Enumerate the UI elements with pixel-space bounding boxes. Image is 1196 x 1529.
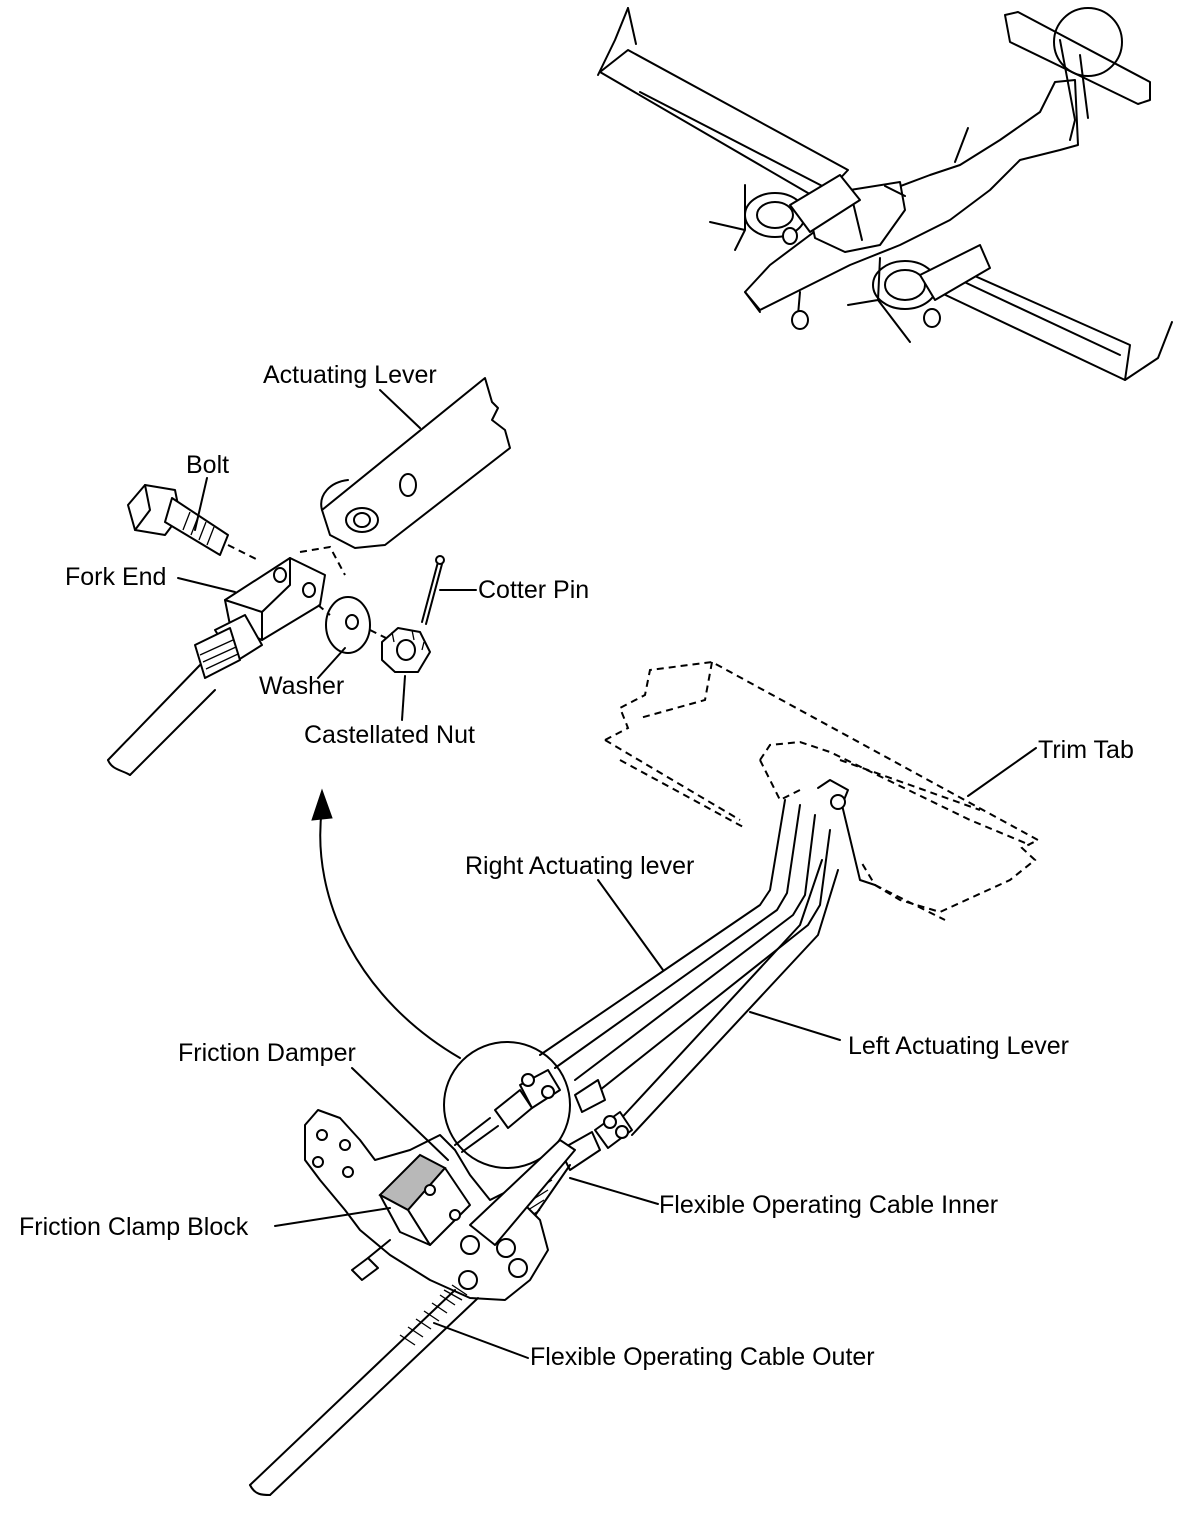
friction-clamp-block-label: Friction Clamp Block [19,1213,249,1241]
fork-end-label: Fork End [65,563,166,591]
castellated-nut-label: Castellated Nut [304,721,475,749]
cotter-pin-label: Cotter Pin [478,576,589,604]
leader-lines [177,389,1037,1359]
aircraft-locator-illustration [597,7,1173,381]
left-actuating-lever-label: Left Actuating Lever [848,1032,1069,1060]
actuating-lever-label: Actuating Lever [263,361,437,389]
trim-tab-label: Trim Tab [1038,736,1134,764]
main-assembly-illustration [249,660,1041,1496]
washer-label: Washer [259,672,344,700]
detail-callout-circle [443,1041,571,1169]
exploded-attachment-detail [107,377,511,776]
flexible-operating-cable-outer-label: Flexible Operating Cable Outer [530,1343,875,1371]
friction-damper-label: Friction Damper [178,1039,356,1067]
bolt-label: Bolt [186,451,229,479]
flexible-operating-cable-inner-label: Flexible Operating Cable Inner [659,1191,998,1219]
trim-tab-location-circle [1053,7,1123,77]
right-actuating-lever-label: Right Actuating lever [465,852,694,880]
